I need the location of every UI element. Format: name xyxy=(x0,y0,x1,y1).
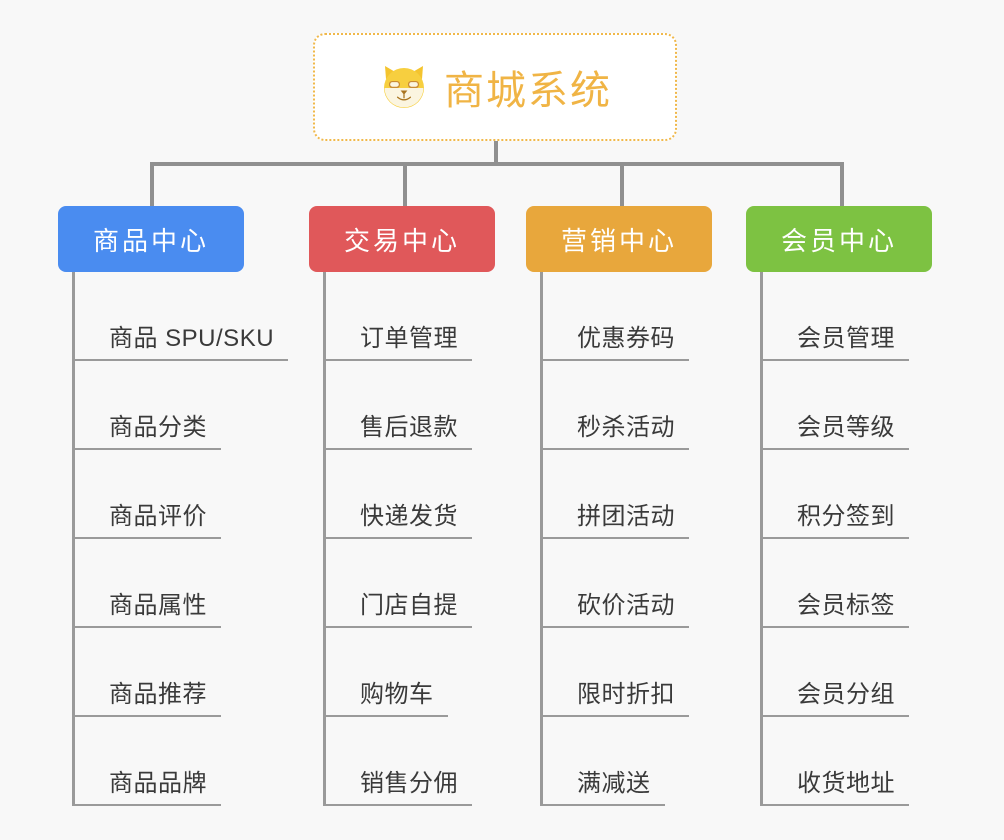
branch-header-2[interactable]: 交易中心 xyxy=(309,206,495,272)
branch-body-2: 订单管理 售后退款 快递发货 门店自提 购物车 销售分佣 xyxy=(309,272,495,806)
leaf-label: 售后退款 xyxy=(326,414,472,450)
branch-transaction-center: 交易中心 订单管理 售后退款 快递发货 门店自提 购物车 销售分佣 xyxy=(309,206,495,806)
connector-drop-2 xyxy=(403,162,407,206)
list-item[interactable]: 商品评价 xyxy=(75,450,288,539)
leaf-label: 商品 SPU/SKU xyxy=(75,325,289,361)
shiba-dog-face-icon xyxy=(378,61,430,113)
list-item[interactable]: 购物车 xyxy=(326,628,495,717)
list-item[interactable]: 商品品牌 xyxy=(75,717,288,806)
leaf-label: 订单管理 xyxy=(326,325,472,361)
root-title: 商城系统 xyxy=(444,69,612,113)
list-item[interactable]: 商品属性 xyxy=(75,539,288,628)
branch-trunk-2 xyxy=(323,272,326,806)
leaf-label: 秒杀活动 xyxy=(543,414,689,450)
leaf-label: 会员标签 xyxy=(763,592,909,628)
branch-header-1[interactable]: 商品中心 xyxy=(58,206,244,272)
branch-title-4: 会员中心 xyxy=(780,225,897,256)
branch-marketing-center: 营销中心 优惠券码 秒杀活动 拼团活动 砍价活动 限时折扣 满减送 xyxy=(526,206,712,806)
branch-header-3[interactable]: 营销中心 xyxy=(526,206,712,272)
branch-title-1: 商品中心 xyxy=(92,225,209,256)
leaf-label: 商品属性 xyxy=(75,592,221,628)
branch-body-1: 商品 SPU/SKU 商品分类 商品评价 商品属性 商品推荐 商品品牌 xyxy=(58,272,289,806)
branch-member-center: 会员中心 会员管理 会员等级 积分签到 会员标签 会员分组 收货地址 xyxy=(746,206,932,806)
list-item[interactable]: 会员分组 xyxy=(763,628,932,717)
leaf-label: 销售分佣 xyxy=(326,770,472,806)
leaf-label: 商品评价 xyxy=(75,503,221,539)
branch-header-4[interactable]: 会员中心 xyxy=(746,206,932,272)
list-item[interactable]: 收货地址 xyxy=(763,717,932,806)
leaf-label: 收货地址 xyxy=(763,770,909,806)
list-item[interactable]: 满减送 xyxy=(543,717,712,806)
leaf-label: 拼团活动 xyxy=(543,503,689,539)
leaf-label: 限时折扣 xyxy=(543,681,689,717)
leaf-label: 砍价活动 xyxy=(543,592,689,628)
leaf-label: 购物车 xyxy=(326,681,448,717)
list-item[interactable]: 商品 SPU/SKU xyxy=(75,272,289,361)
connector-horizontal-bar xyxy=(150,162,844,166)
list-item[interactable]: 会员等级 xyxy=(763,361,932,450)
list-item[interactable]: 门店自提 xyxy=(326,539,495,628)
leaf-label: 会员管理 xyxy=(763,325,909,361)
leaf-label: 会员分组 xyxy=(763,681,909,717)
connector-drop-4 xyxy=(840,162,844,206)
list-item[interactable]: 售后退款 xyxy=(326,361,495,450)
branch-trunk-1 xyxy=(72,272,75,806)
list-item[interactable]: 会员管理 xyxy=(763,272,932,361)
connector-stem xyxy=(494,141,498,166)
connector-drop-3 xyxy=(620,162,624,206)
branch-body-3: 优惠券码 秒杀活动 拼团活动 砍价活动 限时折扣 满减送 xyxy=(526,272,712,806)
list-item[interactable]: 限时折扣 xyxy=(543,628,712,717)
list-item[interactable]: 砍价活动 xyxy=(543,539,712,628)
branch-title-2: 交易中心 xyxy=(343,225,460,256)
leaf-label: 会员等级 xyxy=(763,414,909,450)
branch-product-center: 商品中心 商品 SPU/SKU 商品分类 商品评价 商品属性 商品推荐 商品品牌 xyxy=(58,206,289,806)
leaf-label: 满减送 xyxy=(543,770,665,806)
branch-trunk-4 xyxy=(760,272,763,806)
list-item[interactable]: 积分签到 xyxy=(763,450,932,539)
list-item[interactable]: 商品推荐 xyxy=(75,628,288,717)
branch-body-4: 会员管理 会员等级 积分签到 会员标签 会员分组 收货地址 xyxy=(746,272,932,806)
connector-drop-1 xyxy=(150,162,154,206)
branch-title-3: 营销中心 xyxy=(560,225,677,256)
leaf-label: 门店自提 xyxy=(326,592,472,628)
list-item[interactable]: 商品分类 xyxy=(75,361,288,450)
leaf-label: 优惠券码 xyxy=(543,325,689,361)
list-item[interactable]: 销售分佣 xyxy=(326,717,495,806)
list-item[interactable]: 拼团活动 xyxy=(543,450,712,539)
branch-trunk-3 xyxy=(540,272,543,806)
leaf-label: 积分签到 xyxy=(763,503,909,539)
list-item[interactable]: 优惠券码 xyxy=(543,272,712,361)
leaf-label: 商品分类 xyxy=(75,414,221,450)
leaf-label: 商品推荐 xyxy=(75,681,221,717)
list-item[interactable]: 秒杀活动 xyxy=(543,361,712,450)
list-item[interactable]: 快递发货 xyxy=(326,450,495,539)
list-item[interactable]: 订单管理 xyxy=(326,272,495,361)
leaf-label: 快递发货 xyxy=(326,503,472,539)
leaf-label: 商品品牌 xyxy=(75,770,221,806)
root-node[interactable]: 商城系统 xyxy=(313,33,677,141)
list-item[interactable]: 会员标签 xyxy=(763,539,932,628)
